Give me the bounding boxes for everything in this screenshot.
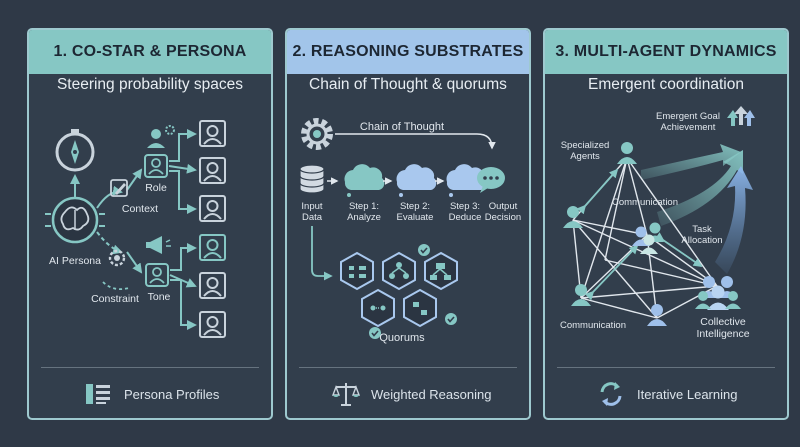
footer-label: Iterative Learning (637, 387, 738, 402)
panel-title: 2. REASONING SUBSTRATES (287, 30, 529, 74)
label-chain-of-thought: Chain of Thought (360, 121, 444, 133)
label-emergent-goal-achievement: Achievement (661, 122, 716, 133)
panel-multi-agent-dynamics: 3. MULTI-AGENT DYNAMICS Emergent coordin… (543, 28, 789, 420)
panel-subtitle: Chain of Thought & quorums (309, 76, 507, 93)
thought-cloud-icon (446, 164, 487, 197)
label-input: Input (301, 201, 322, 212)
gear-icon (108, 249, 126, 267)
check-icon (369, 244, 457, 339)
gear-person-icon (147, 125, 175, 148)
panel-reasoning-substrates: 2. REASONING SUBSTRATES Chain of Thought… (285, 28, 531, 420)
label-role: Role (145, 182, 167, 194)
multi-agent-diagram: Emergent Goal Achievement Specialized Ag… (560, 106, 755, 340)
list-icon (86, 384, 110, 404)
label-specialized-agents: Agents (570, 151, 600, 162)
thought-cloud-icon (396, 164, 437, 197)
gear-icon (301, 118, 333, 150)
label-ai-persona: AI Persona (49, 255, 101, 267)
footer-label: Weighted Reasoning (371, 387, 492, 402)
footer-label: Persona Profiles (124, 387, 220, 402)
divider (299, 367, 517, 368)
label-output: Output (489, 201, 518, 212)
label-step1-desc: Analyze (347, 212, 381, 223)
label-context: Context (122, 203, 158, 215)
divider (41, 367, 259, 368)
divider (557, 367, 775, 368)
reasoning-diagram: Chain of Thought (299, 118, 521, 344)
footer: Weighted Reasoning (287, 378, 529, 412)
label-emergent-goal: Emergent Goal (656, 111, 720, 122)
label-collective: Collective (700, 316, 746, 328)
user-frame-icon (199, 234, 226, 261)
label-task: Task (692, 224, 712, 235)
pencil-icon (110, 179, 128, 197)
goal-arrows-icon (727, 106, 755, 126)
role-node (144, 154, 168, 178)
label-step1: Step 1: (349, 201, 379, 212)
compass-icon (55, 129, 95, 172)
scale-icon (332, 383, 360, 406)
label-constraint: Constraint (91, 293, 139, 305)
speech-bubble-icon (477, 167, 505, 193)
label-step3: Step 3: (450, 201, 480, 212)
user-frame-icon (199, 120, 226, 222)
database-icon (299, 164, 325, 194)
agent-group-icon (632, 222, 664, 254)
panel-title: 1. CO-STAR & PERSONA (29, 30, 271, 74)
label-input-data: Data (302, 212, 323, 223)
megaphone-icon (146, 236, 171, 254)
label-communication-top: Communication (612, 197, 678, 208)
label-tone: Tone (148, 291, 171, 303)
label-specialized: Specialized (561, 140, 610, 151)
label-step2-desc: Evaluate (397, 212, 434, 223)
footer: Iterative Learning (545, 378, 787, 412)
hexagon-icon (340, 251, 458, 328)
label-step3-desc: Deduce (449, 212, 482, 223)
footer: Persona Profiles (29, 378, 271, 412)
user-frame-icon (199, 272, 226, 338)
tone-node (145, 263, 169, 287)
label-output-decision: Decision (485, 212, 521, 223)
cycle-icon (600, 382, 622, 406)
label-step2: Step 2: (400, 201, 430, 212)
label-quorums: Quorums (379, 332, 425, 344)
panel-subtitle: Emergent coordination (588, 76, 744, 93)
label-collective-intelligence: Intelligence (696, 328, 749, 340)
panel-co-star-persona: 1. CO-STAR & PERSONA Steering probabilit… (27, 28, 273, 420)
agent-group-icon (695, 276, 741, 310)
panel-subtitle: Steering probability spaces (56, 76, 244, 93)
agent-icon (563, 142, 637, 306)
thought-cloud-icon (344, 164, 385, 197)
agent-icon (647, 304, 667, 326)
label-task-allocation: Allocation (681, 235, 722, 246)
brain-chip-icon (45, 196, 105, 244)
persona-diagram: AI Persona Context (45, 120, 226, 338)
panel-title: 3. MULTI-AGENT DYNAMICS (545, 30, 787, 74)
label-communication-bottom: Communication (560, 320, 626, 331)
